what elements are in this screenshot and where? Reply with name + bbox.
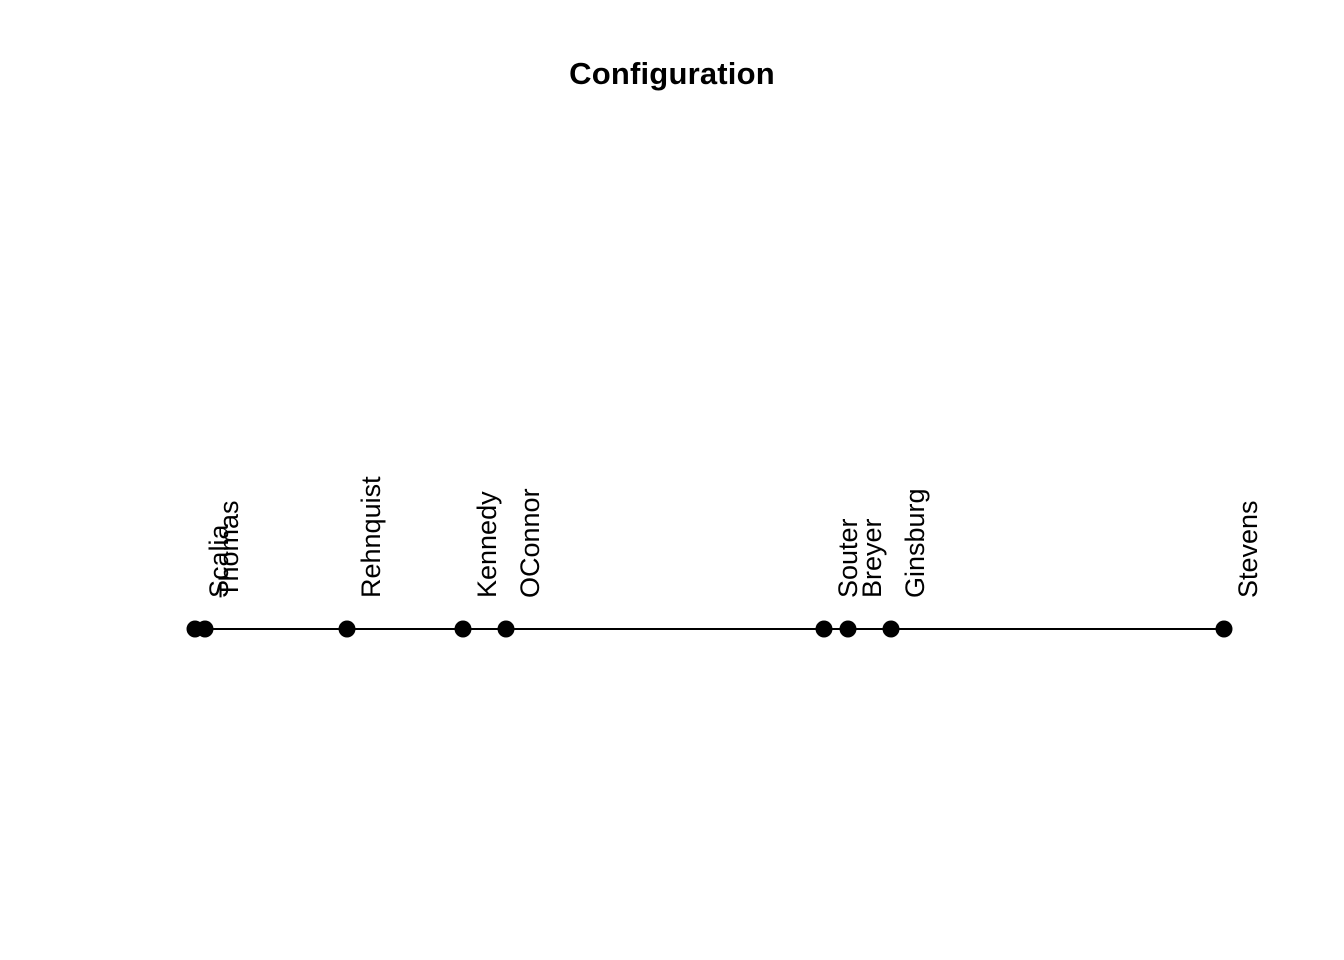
axis-line [195, 628, 1224, 630]
data-point-rehnquist[interactable] [338, 620, 356, 638]
point-label-rehnquist: Rehnquist [356, 476, 386, 598]
data-point-breyer[interactable] [839, 620, 857, 638]
point-label-breyer: Breyer [857, 518, 887, 598]
data-point-stevens[interactable] [1215, 620, 1233, 638]
point-label-ginsburg: Ginsburg [900, 488, 930, 598]
point-label-oconnor: OConnor [515, 488, 545, 598]
data-point-thomas[interactable] [196, 620, 214, 638]
data-point-oconnor[interactable] [497, 620, 515, 638]
data-point-kennedy[interactable] [454, 620, 472, 638]
data-point-ginsburg[interactable] [882, 620, 900, 638]
point-label-kennedy: Kennedy [472, 491, 502, 598]
chart-title: Configuration [569, 56, 775, 91]
point-label-thomas: Thomas [214, 500, 244, 598]
point-label-stevens: Stevens [1233, 500, 1263, 598]
data-point-souter[interactable] [815, 620, 833, 638]
